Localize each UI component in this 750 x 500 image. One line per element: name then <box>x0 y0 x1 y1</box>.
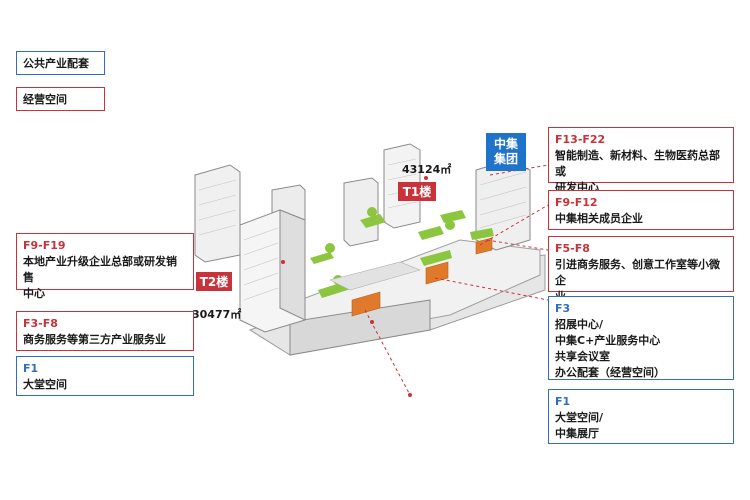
t1-area: 43124㎡ <box>402 163 452 176</box>
box-text: 共享会议室 <box>555 350 610 363</box>
floor-label: F5-F8 <box>555 242 590 255</box>
legend-public-facility: 公共产业配套 <box>16 51 105 75</box>
box-text: 智能制造、新材料、生物医药总部或 <box>555 149 720 178</box>
leader-lines <box>364 164 549 396</box>
window-lines <box>198 158 527 301</box>
box-text: 中集展厅 <box>555 427 599 440</box>
back-tower-center <box>343 177 379 247</box>
box-text: 中集C+产业服务中心 <box>555 334 661 347</box>
box-text: 办公配套（经营空间） <box>555 366 665 379</box>
floor-label: F1 <box>555 395 571 408</box>
marker-dots <box>281 176 428 397</box>
box-t2-f1: F1 大堂空间 <box>16 356 194 396</box>
t2-tag: T2楼 <box>196 272 232 291</box>
box-text: 中集相关成员企业 <box>555 212 643 225</box>
group-tag-line-2: 集团 <box>493 152 518 166</box>
box-text: 引进商务服务、创意工作室等小微企 <box>555 258 720 287</box>
box-text: 商务服务等第三方产业服务业 <box>23 333 166 346</box>
floor-label: F1 <box>23 362 39 375</box>
box-t1-f5-f8: F5-F8 引进商务服务、创意工作室等小微企 业 <box>548 236 734 303</box>
box-t1-f9-f12: F9-F12 中集相关成员企业 <box>548 190 734 230</box>
floor-label: F3-F8 <box>23 317 58 330</box>
podium-front-wall <box>289 299 431 356</box>
box-text: 大堂空间 <box>23 378 67 391</box>
box-t1-f1: F1 大堂空间/ 中集展厅 <box>548 389 734 444</box>
back-tower-left <box>194 164 241 263</box>
t1-tag-label: T1楼 <box>402 185 432 199</box>
t2-tower-side <box>279 209 306 321</box>
box-t1-f3: F3 招展中心/ 中集C+产业服务中心 共享会议室 办公配套（经营空间） <box>548 296 734 380</box>
box-t1-f13-f22: F13-F22 智能制造、新材料、生物医药总部或 研发中心 <box>548 127 734 194</box>
t1-tag: T1楼 <box>398 182 436 201</box>
box-text: 中心 <box>23 287 45 300</box>
group-tag-line-1: 中集 <box>493 137 518 151</box>
box-t2-f9-f19: F9-F19 本地产业升级企业总部或研发销售 中心 <box>16 233 194 300</box>
t2-tag-label: T2楼 <box>199 275 229 289</box>
floor-label: F3 <box>555 302 571 315</box>
box-text: 本地产业升级企业总部或研发销售 <box>23 255 177 284</box>
legend-business-space: 经营空间 <box>16 87 105 111</box>
floor-label: F13-F22 <box>555 133 606 146</box>
business-space-strips <box>351 237 493 317</box>
floor-label: F9-F19 <box>23 239 66 252</box>
box-text: 招展中心/ <box>555 318 604 331</box>
group-tag: 中集 集团 <box>486 133 526 171</box>
box-text: 大堂空间/ <box>555 411 604 424</box>
legend-public-label: 公共产业配套 <box>23 57 89 70</box>
floor-label: F9-F12 <box>555 196 598 209</box>
box-t2-f3-f8: F3-F8 商务服务等第三方产业服务业 <box>16 311 194 351</box>
plaza <box>329 261 421 291</box>
legend-business-label: 经营空间 <box>23 93 67 106</box>
roof-gardens <box>310 207 494 298</box>
t2-area: 30477㎡ <box>192 308 242 321</box>
